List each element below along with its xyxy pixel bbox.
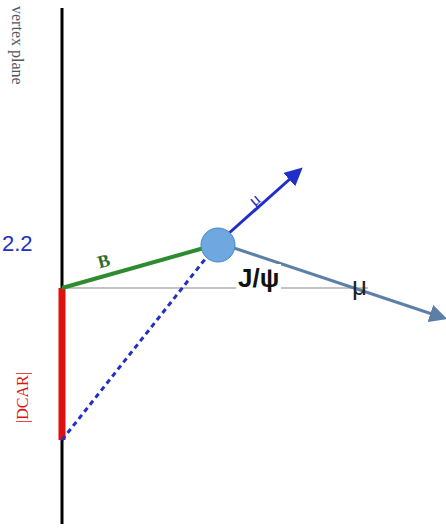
decay-vertex bbox=[201, 228, 235, 262]
muon-track bbox=[228, 170, 300, 234]
vertex-plane-line bbox=[61, 8, 64, 524]
extrapolated-track bbox=[62, 258, 206, 440]
particle-label: B bbox=[96, 251, 113, 273]
muon-track bbox=[234, 248, 444, 318]
particle-label: J/ψ bbox=[236, 264, 281, 293]
b-track bbox=[62, 248, 204, 288]
dca-segment bbox=[59, 288, 66, 440]
dca-label: |DCAR| bbox=[14, 372, 32, 423]
beam-axis bbox=[62, 287, 368, 288]
particle-label: μ bbox=[245, 189, 265, 210]
value-label: 2.2 bbox=[2, 232, 33, 256]
axis-label: vertex plane bbox=[8, 6, 26, 85]
particle-label: μ bbox=[352, 272, 367, 301]
